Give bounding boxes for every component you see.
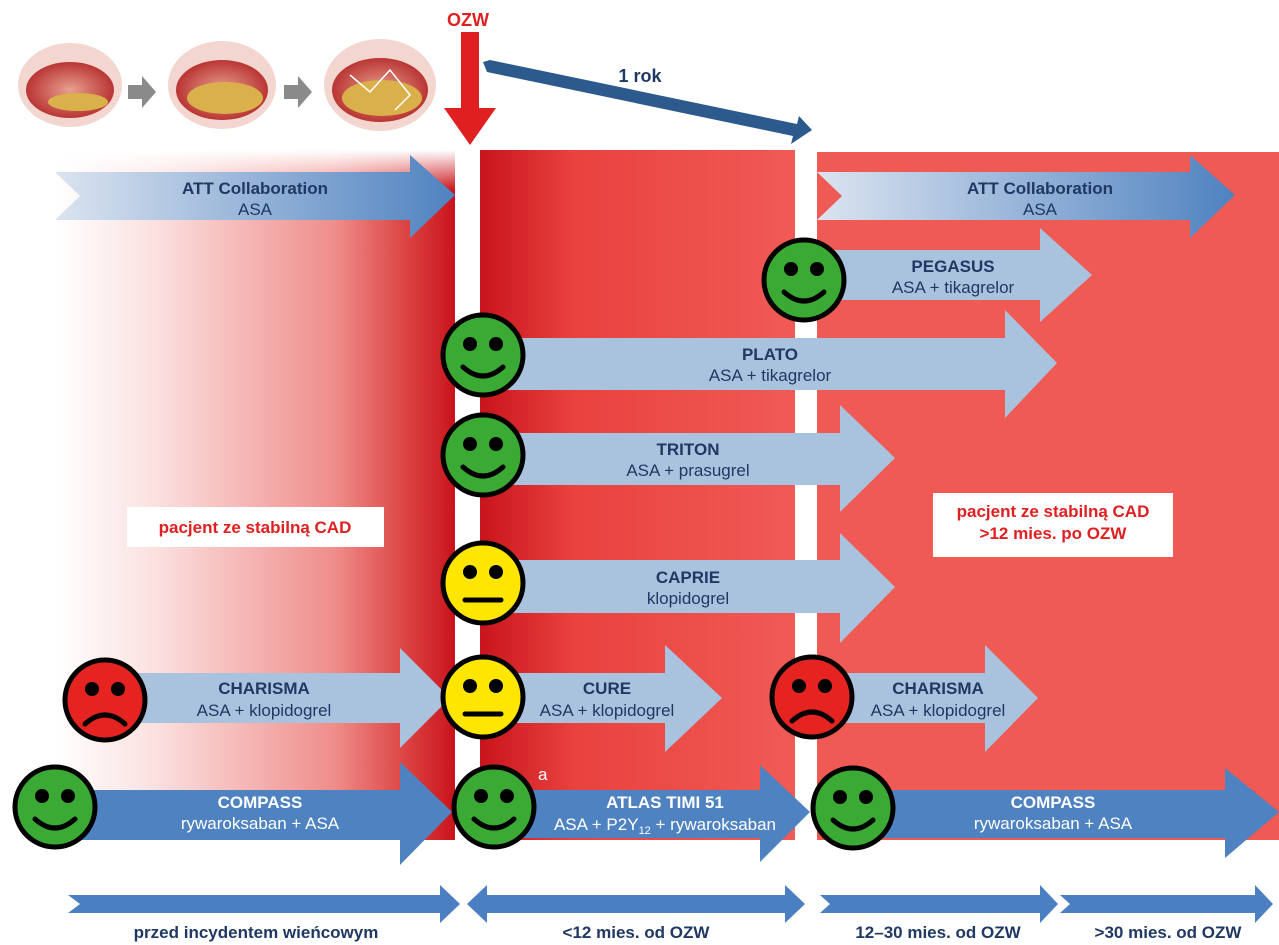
compass-right-arrow: COMPASS rywaroksaban + ASA bbox=[855, 768, 1279, 858]
trial-name: CHARISMA bbox=[892, 679, 984, 698]
trial-drug: ASA + P2Y12 + rywaroksaban bbox=[554, 815, 776, 837]
trial-name: TRITON bbox=[657, 440, 720, 459]
smiley-green-icon bbox=[451, 764, 537, 850]
atlas-drug-post: + rywaroksaban bbox=[651, 815, 776, 834]
trial-name: ATT Collaboration bbox=[182, 179, 328, 198]
period-arrow-12-30-months bbox=[820, 885, 1058, 923]
smiley-yellow-icon bbox=[440, 654, 526, 740]
period-arrow-under-12-months bbox=[467, 885, 805, 923]
trial-drug: rywaroksaban + ASA bbox=[974, 814, 1133, 833]
vessel-stage-3-image bbox=[324, 39, 436, 131]
period-arrow-before-event bbox=[68, 885, 460, 923]
period-label-12-30-months: 12–30 mies. od OZW bbox=[855, 923, 1021, 942]
compass-left-arrow: COMPASS rywaroksaban + ASA bbox=[60, 762, 452, 865]
trial-drug: ASA bbox=[238, 200, 273, 219]
pegasus-arrow: PEGASUS ASA + tikagrelor bbox=[820, 228, 1092, 322]
trial-name: ATLAS TIMI 51 bbox=[606, 793, 724, 812]
trial-drug: ASA + prasugrel bbox=[626, 461, 749, 480]
caprie-arrow: CAPRIE klopidogrel bbox=[485, 533, 895, 643]
trial-drug: rywaroksaban + ASA bbox=[181, 814, 340, 833]
trial-name: PEGASUS bbox=[911, 257, 994, 276]
smiley-green-icon bbox=[12, 764, 98, 850]
smiley-yellow-icon bbox=[440, 540, 526, 626]
period-label-over-30-months: >30 mies. od OZW bbox=[1095, 923, 1243, 942]
trial-drug: klopidogrel bbox=[647, 589, 729, 608]
smiley-red-icon bbox=[62, 657, 148, 743]
trial-name: CURE bbox=[583, 679, 631, 698]
atlas-drug-pre: ASA + P2Y bbox=[554, 815, 639, 834]
trial-drug: ASA + klopidogrel bbox=[197, 701, 332, 720]
smiley-red-icon bbox=[769, 654, 855, 740]
trial-drug: ASA + tikagrelor bbox=[892, 278, 1015, 297]
smiley-green-icon bbox=[440, 312, 526, 398]
one-year-label: 1 rok bbox=[618, 66, 662, 86]
zone-under-12-months bbox=[480, 150, 795, 840]
vessel-stage-2-image bbox=[168, 41, 276, 129]
trial-name: CAPRIE bbox=[656, 568, 720, 587]
smiley-green-icon bbox=[810, 765, 896, 851]
charisma-right-arrow: CHARISMA ASA + klopidogrel bbox=[840, 645, 1038, 752]
atlas-footnote: a bbox=[538, 765, 548, 784]
trial-drug: ASA + klopidogrel bbox=[540, 701, 675, 720]
vessel-stage-1-image bbox=[18, 43, 122, 127]
att-collaboration-left-arrow: ATT Collaboration ASA bbox=[55, 155, 455, 238]
smiley-green-icon bbox=[440, 412, 526, 498]
trial-name: CHARISMA bbox=[218, 679, 310, 698]
trial-name: PLATO bbox=[742, 345, 798, 364]
ozw-arrow-icon bbox=[444, 32, 496, 145]
trial-name: COMPASS bbox=[218, 793, 303, 812]
patient-stable-cad-left-box: pacjent ze stabilną CAD bbox=[127, 507, 384, 547]
trial-drug: ASA + tikagrelor bbox=[709, 366, 832, 385]
patient-stable-cad-right-box: pacjent ze stabilną CAD >12 mies. po OZW bbox=[933, 493, 1173, 557]
trial-drug: ASA + klopidogrel bbox=[871, 701, 1006, 720]
ozw-label: OZW bbox=[447, 10, 489, 30]
arrow-gray-icon bbox=[128, 76, 156, 108]
plato-arrow: PLATO ASA + tikagrelor bbox=[485, 310, 1057, 418]
charisma-left-arrow: CHARISMA ASA + klopidogrel bbox=[100, 648, 450, 748]
period-arrow-over-30-months bbox=[1060, 885, 1273, 923]
att-collaboration-right-arrow: ATT Collaboration ASA bbox=[817, 155, 1235, 238]
cure-arrow: CURE ASA + klopidogrel bbox=[485, 645, 722, 752]
box-label: pacjent ze stabilną CAD bbox=[159, 518, 352, 537]
trial-name: ATT Collaboration bbox=[967, 179, 1113, 198]
trial-name: COMPASS bbox=[1011, 793, 1096, 812]
period-label-under-12-months: <12 mies. od OZW bbox=[563, 923, 711, 942]
box-label-line2: >12 mies. po OZW bbox=[980, 524, 1128, 543]
smiley-green-icon bbox=[761, 237, 847, 323]
atlas-drug-sub: 12 bbox=[639, 825, 651, 837]
triton-arrow: TRITON ASA + prasugrel bbox=[485, 405, 895, 512]
box-label-line1: pacjent ze stabilną CAD bbox=[957, 502, 1150, 521]
arrow-gray-icon bbox=[284, 76, 312, 108]
atlas-timi-51-arrow: ATLAS TIMI 51 ASA + P2Y12 + rywaroksaban bbox=[485, 765, 810, 862]
trial-drug: ASA bbox=[1023, 200, 1058, 219]
one-year-arrow bbox=[483, 60, 812, 144]
period-label-before-event: przed incydentem wieńcowym bbox=[134, 923, 379, 942]
